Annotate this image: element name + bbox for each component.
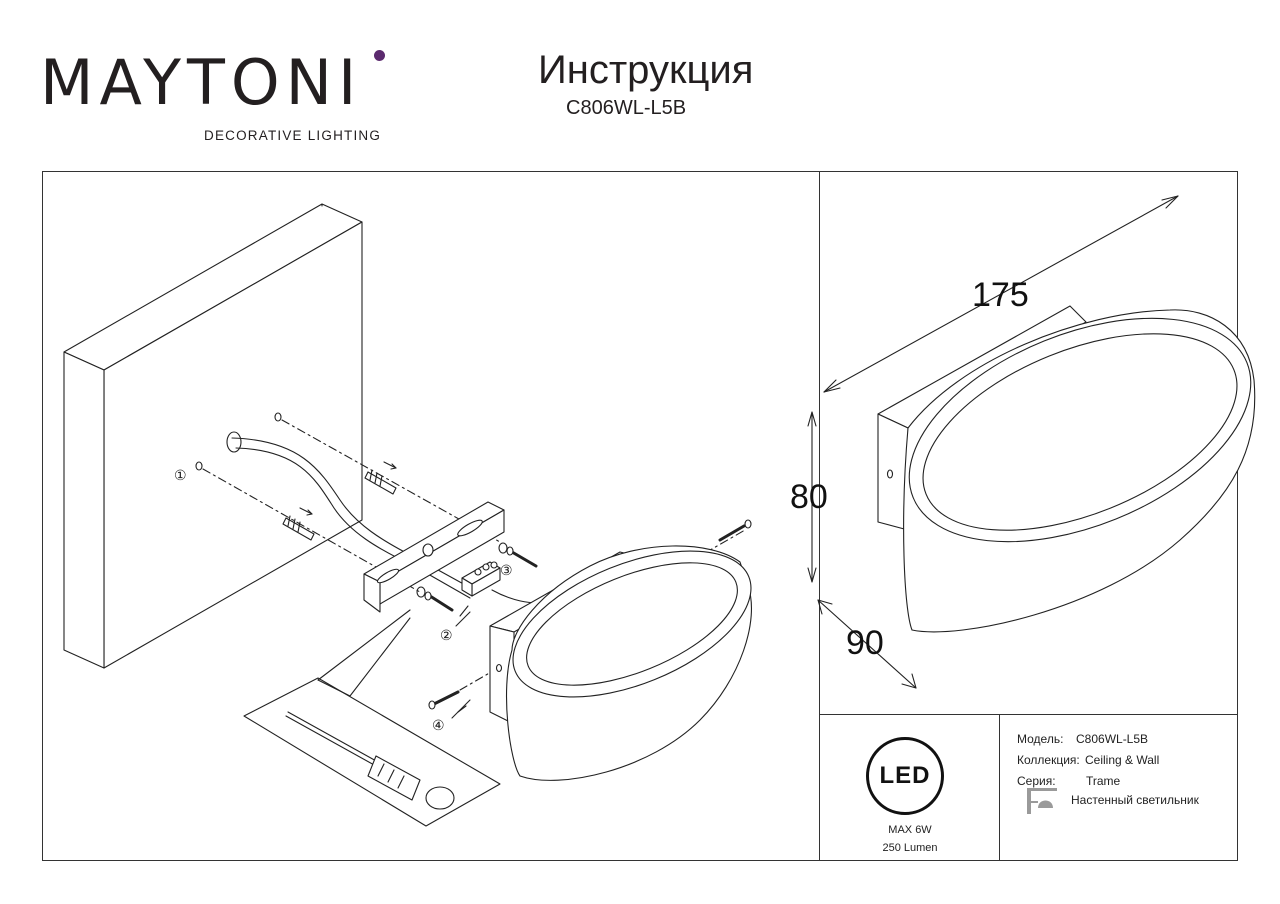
model-value: C806WL-L5B	[1076, 732, 1149, 746]
brand-logo: MAYTONI DECORATIVE LIGHTING	[40, 48, 400, 148]
step-marker-1: ①	[174, 468, 187, 484]
collection-label: Коллекция:	[1017, 753, 1080, 767]
fixture-type: Настенный светильник	[1071, 793, 1199, 807]
side-screw	[428, 690, 471, 719]
document-title: Инструкция	[538, 48, 754, 92]
wall-dowel-lower	[282, 507, 315, 541]
terminal-block	[461, 561, 501, 597]
wall-dowel-upper	[364, 461, 397, 495]
lamp-exploded	[489, 545, 752, 781]
logo-dot	[374, 50, 385, 61]
step-marker-2: ②	[440, 628, 453, 644]
step-marker-3: ③	[500, 563, 513, 579]
mounting-bracket	[363, 501, 505, 613]
height-dimension-label: 80	[790, 478, 828, 516]
document-model: C806WL-L5B	[566, 97, 687, 119]
dimension-175	[823, 195, 1179, 393]
spec-table	[819, 714, 1238, 861]
dimension-90	[817, 599, 917, 689]
wall-panel	[63, 203, 363, 669]
step-marker-4: ④	[432, 718, 445, 734]
bracket-screw-upper	[498, 542, 538, 568]
brand-tagline: DECORATIVE LIGHTING	[204, 128, 382, 143]
max-power: MAX 6W	[888, 824, 932, 836]
top-screw	[718, 519, 752, 542]
screwdriver-icon	[243, 609, 501, 827]
wall-lamp-icon	[1027, 788, 1057, 814]
lamp-front-view	[877, 305, 1256, 633]
spec-table-divider	[999, 714, 1000, 861]
diagram-frame	[42, 171, 1238, 861]
series-label: Серия:	[1017, 774, 1056, 788]
dimension-80	[807, 411, 817, 583]
length-dimension-label: 175	[972, 276, 1029, 314]
luminous-flux: 250 Lumen	[882, 842, 938, 854]
depth-dimension-label: 90	[846, 624, 884, 662]
series-value: Trame	[1086, 774, 1121, 788]
brand-name: MAYTONI	[40, 46, 363, 119]
frame-divider	[819, 171, 820, 861]
bracket-screw-lower	[416, 586, 471, 627]
collection-value: Ceiling & Wall	[1085, 753, 1160, 767]
model-label: Модель:	[1017, 732, 1064, 746]
led-badge-icon: LED	[866, 737, 944, 815]
